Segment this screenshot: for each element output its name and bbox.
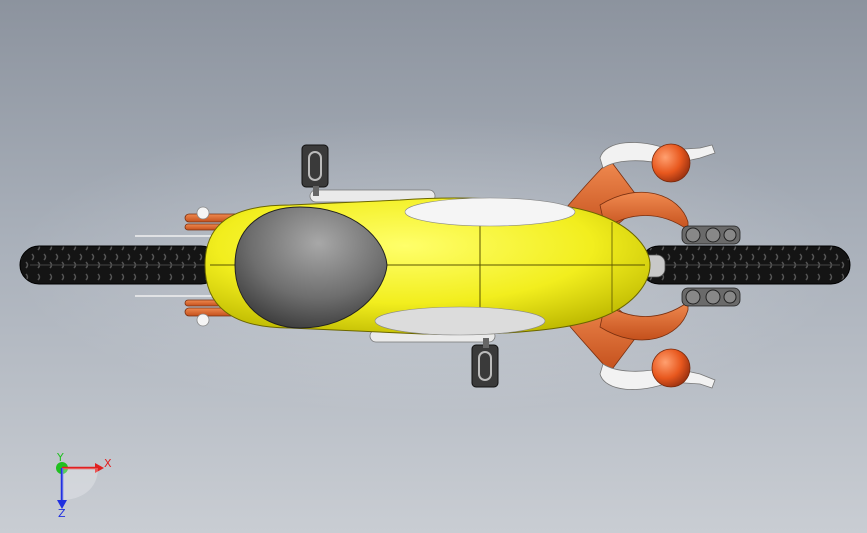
front-hub[interactable] bbox=[681, 225, 741, 307]
right-footpeg[interactable] bbox=[471, 338, 499, 388]
triad-plane bbox=[62, 468, 98, 500]
rear-tire[interactable] bbox=[19, 245, 221, 285]
seat[interactable] bbox=[234, 206, 388, 329]
coordinate-triad: X Z Y bbox=[56, 451, 112, 520]
x-axis-label: X bbox=[104, 457, 112, 470]
handlebar-left[interactable] bbox=[599, 142, 716, 183]
left-footpeg[interactable] bbox=[301, 144, 329, 196]
handlebar-right[interactable] bbox=[599, 348, 716, 390]
y-axis-label: Y bbox=[56, 451, 64, 464]
front-tire[interactable] bbox=[639, 245, 851, 285]
x-arrow-head bbox=[95, 463, 104, 473]
z-arrow-head bbox=[57, 500, 67, 509]
z-axis-label: Z bbox=[58, 507, 66, 520]
